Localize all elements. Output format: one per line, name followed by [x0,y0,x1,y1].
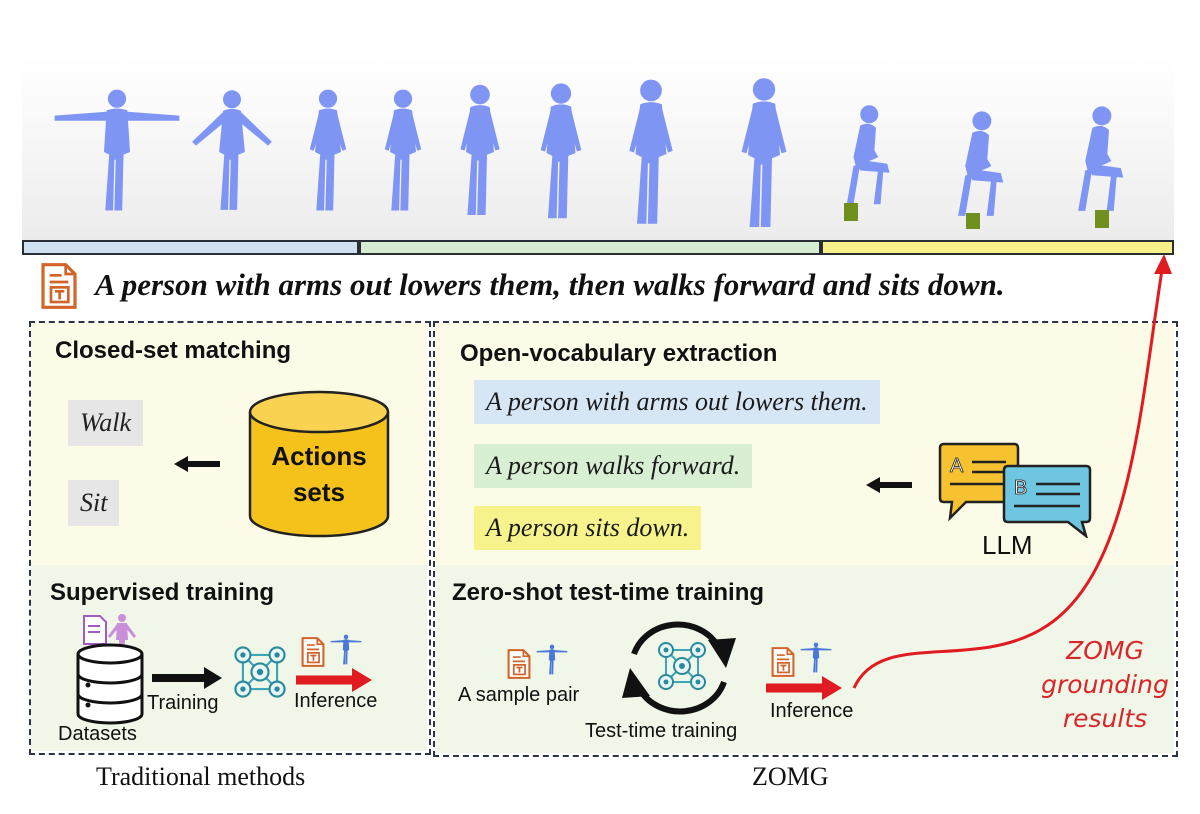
inference-label-left: Inference [294,690,378,712]
motion-figures [54,78,1124,229]
inference-person-icon [330,634,362,665]
grounding-curve-arrow-icon [852,254,1172,689]
left-arrow-icon [174,456,220,472]
sentence-box-sit: A person sits down. [474,506,702,550]
sentence-box-walk: A person walks forward. [474,444,753,488]
inference-label-right: Inference [770,700,854,722]
figure-walking-4 [741,78,787,227]
figure-arms-lowering [192,90,272,210]
db-label-line1: Actions [271,441,367,471]
zomg-inference-doc-icon [771,647,795,677]
database-cylinder-icon [248,390,390,538]
action-sit: Sit [68,480,120,526]
sentence-box-arms: A person with arms out lowers them. [474,380,880,424]
footer-zomg: ZOMG [752,762,829,791]
supervised-heading: Supervised training [50,579,275,606]
zero-shot-heading: Zero-shot test-time training [452,579,765,606]
llm-arrow-icon [866,477,912,493]
foot-contact-1 [844,203,858,221]
timeline-bar [22,240,1174,255]
training-arrow-icon [152,667,222,689]
sample-pair-label: A sample pair [458,684,580,706]
footer-traditional: Traditional methods [96,762,306,791]
motion-caption: A person with arms out lowers them, then… [95,267,1005,302]
figure-standing-2 [384,89,422,211]
foot-contact-2 [966,213,980,229]
zomg-note-line2: grounding [1041,670,1169,699]
zomg-note-line3: results [1062,704,1148,733]
zero-shot-background [435,565,1174,753]
figure-sitting-2 [958,111,1004,216]
sample-person-icon [536,644,568,675]
datasets-label: Datasets [58,723,137,745]
foot-contact-3 [1095,210,1109,228]
chat-bubble-b-icon: B [1002,464,1092,538]
zomg-inference-person-icon [800,642,832,673]
figure-sitting-3 [1078,106,1124,211]
inference-arrow-icon [296,668,372,692]
figure-walking-1 [460,84,500,215]
timeline-segment-walk [359,240,821,255]
figure-walking-3 [629,79,673,224]
figure-tpose [54,89,180,211]
inference-doc-icon [301,637,325,667]
zomg-note-line1: ZOMG [1066,636,1144,665]
zomg-panel [433,321,1178,757]
dataset-person-icon [108,614,136,654]
timeline-segment-sit [821,240,1174,255]
datasets-icon [76,614,144,725]
training-label: Training [147,692,219,714]
text-doc-icon [41,263,77,309]
traditional-methods-panel [29,321,431,755]
test-time-cycle-icon [622,621,736,715]
test-time-training-label: Test-time training [585,720,738,742]
figure-standing-1 [309,89,347,211]
zomg-inference-arrow-icon [766,676,842,700]
llm-label: LLM [982,530,1033,560]
actions-sets-label: Actions sets [246,438,392,510]
zomg-grounding-note: ZOMG grounding results [1030,634,1180,736]
sample-doc-icon [507,649,531,679]
db-label-line2: sets [292,477,346,507]
dataset-doc-icon [83,615,107,645]
network-icon [234,646,286,698]
open-vocab-heading: Open-vocabulary extraction [460,340,778,367]
closed-set-heading: Closed-set matching [55,337,292,364]
timeline-segment-arms [22,240,359,255]
chat-bubble-a-icon: A [938,442,1020,522]
motion-sequence-strip [22,55,1174,241]
svg-text:B: B [1014,477,1027,499]
action-walk: Walk [68,400,144,446]
figure-sitting-1 [846,105,890,205]
llm-chat-icon: A B [938,442,1092,538]
svg-text:A: A [950,455,964,477]
figure-walking-2 [540,83,582,219]
